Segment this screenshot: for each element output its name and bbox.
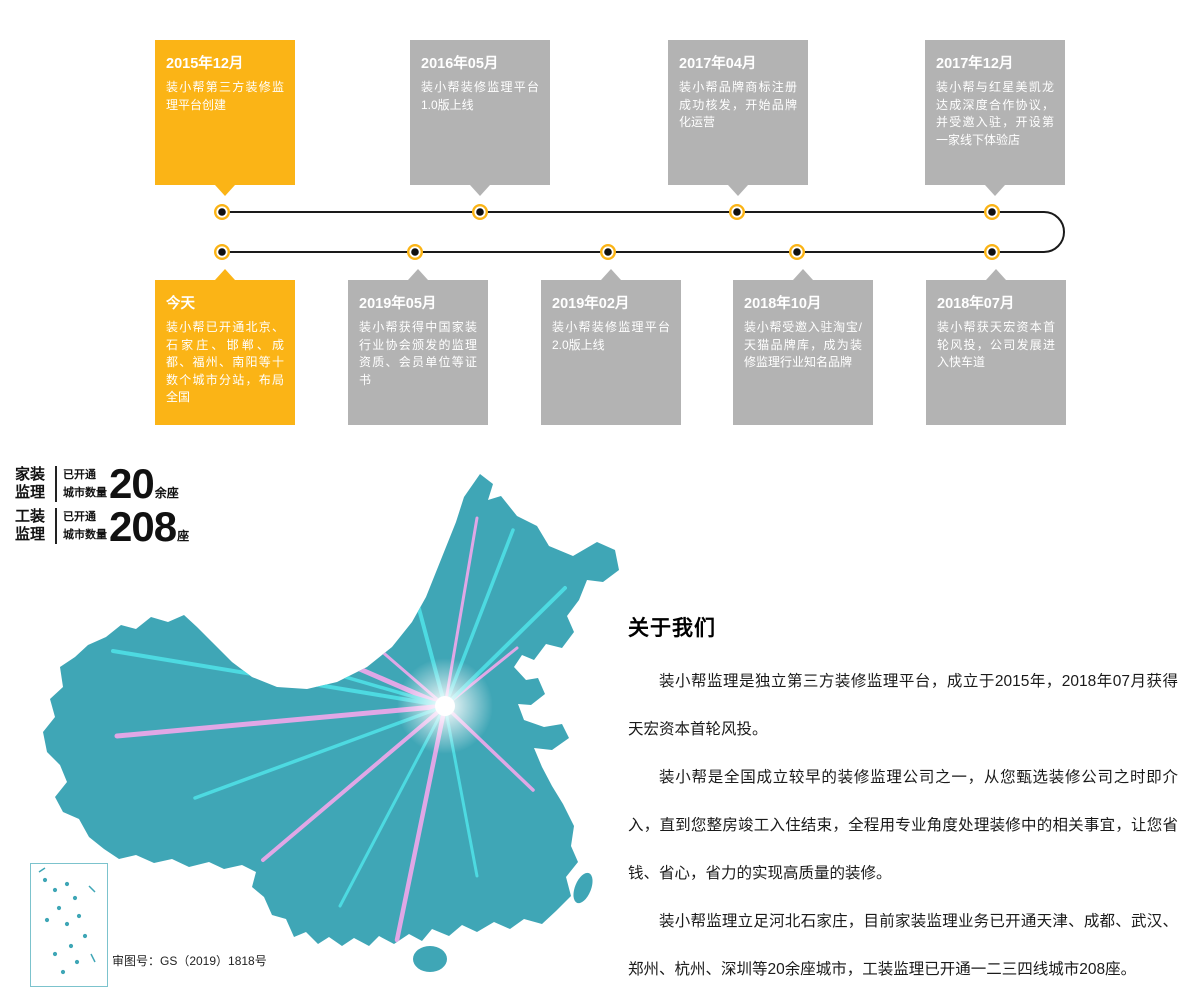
stat-row-home-supervision: 家装 监理 已开通 城市数量 20 余座 (15, 460, 189, 508)
card-pointer (793, 269, 813, 280)
timeline-card-2019-05: 2019年05月 装小帮获得中国家装行业协会颁发的监理资质、会员单位等证书 (348, 269, 488, 425)
card-pointer (728, 185, 748, 196)
timeline-card-today: 今天 装小帮已开通北京、石家庄、邯郸、成都、福州、南阳等十数个城市分站，布局全国 (155, 269, 295, 425)
stat-label-line1: 家装 (15, 466, 46, 484)
card-title: 今天 (166, 296, 195, 312)
about-paragraph: 装小帮监理是独立第三方装修监理平台，成立于2015年，2018年07月获得天宏资… (628, 673, 1178, 738)
about-paragraph: 更多城市陆续开通中------ (628, 994, 1178, 1000)
stat-label: 家装 监理 (15, 466, 51, 502)
card-body: 装小帮第三方装修监理平台创建 (166, 80, 284, 112)
ray-center-core (435, 696, 455, 716)
card-title: 2019年02月 (552, 296, 630, 312)
card-pointer (408, 269, 428, 280)
stat-label-line2: 监理 (15, 526, 46, 544)
stat-label-line2: 监理 (15, 484, 46, 502)
timeline-card-2018-10: 2018年10月 装小帮受邀入驻淘宝/天猫品牌库，成为装修监理行业知名品牌 (733, 269, 873, 425)
card-body: 装小帮获天宏资本首轮风投，公司发展进入快车道 (937, 320, 1055, 369)
card-title: 2018年10月 (744, 296, 822, 312)
timeline-dot (214, 204, 230, 220)
card-pointer (985, 185, 1005, 196)
card-pointer (215, 185, 235, 196)
timeline-card-2015-12: 2015年12月 装小帮第三方装修监理平台创建 (155, 40, 295, 196)
timeline-line (214, 204, 1065, 260)
timeline-dots-bottom (214, 244, 1000, 260)
card-title: 2019年05月 (359, 296, 437, 312)
stat-label: 工装 监理 (15, 508, 51, 544)
about-paragraph: 装小帮监理立足河北石家庄，目前家装监理业务已开通天津、成都、武汉、郑州、杭州、深… (628, 913, 1178, 978)
china-map (43, 474, 619, 972)
card-title: 2015年12月 (166, 56, 244, 72)
stat-label-line1: 工装 (15, 508, 46, 526)
timeline-card-2016-05: 2016年05月 装小帮装修监理平台1.0版上线 (410, 40, 550, 196)
taiwan-island-shape (573, 872, 593, 904)
stat-sublabels: 已开通 城市数量 (63, 508, 107, 544)
inset-islands (38, 867, 96, 975)
timeline-path (222, 211, 1065, 253)
about-paragraph: 装小帮是全国成立较早的装修监理公司之一，从您甄选装修公司之时即介入，直到您整房竣… (628, 769, 1178, 882)
timeline-dot (214, 244, 230, 260)
stat-unit: 余座 (154, 486, 179, 501)
timeline-card-2017-04: 2017年04月 装小帮品牌商标注册成功核发，开始品牌化运营 (668, 40, 808, 196)
about-section: 关于我们 装小帮监理是独立第三方装修监理平台，成立于2015年，2018年07月… (628, 612, 1178, 1000)
timeline-dot (600, 244, 616, 260)
china-mainland-shape (43, 474, 619, 946)
map-approval-number: 审图号：GS（2019）1818号 (112, 954, 267, 968)
timeline-dot (729, 204, 745, 220)
timeline-dot (789, 244, 805, 260)
stat-count: 20 (109, 460, 155, 508)
card-body: 装小帮品牌商标注册成功核发，开始品牌化运营 (679, 80, 797, 129)
timeline-card-2019-02: 2019年02月 装小帮装修监理平台2.0版上线 (541, 269, 681, 425)
stat-sublabels: 已开通 城市数量 (63, 466, 107, 502)
card-pointer (215, 269, 235, 280)
card-body: 装小帮与红星美凯龙达成深度合作协议，并受邀入驻，开设第一家线下体验店 (936, 80, 1054, 147)
card-title: 2017年12月 (936, 56, 1014, 72)
card-pointer (601, 269, 621, 280)
stat-unit: 座 (177, 528, 190, 543)
stat-row-commercial-supervision: 工装 监理 已开通 城市数量 208 座 (15, 502, 190, 550)
timeline-dots-top (214, 204, 1000, 220)
timeline-dot (472, 204, 488, 220)
card-body: 装小帮装修监理平台2.0版上线 (552, 320, 670, 352)
card-pointer (470, 185, 490, 196)
stat-count-label: 城市数量 (63, 487, 107, 500)
about-title: 关于我们 (628, 617, 716, 640)
stat-divider (55, 466, 57, 503)
card-body: 装小帮获得中国家装行业协会颁发的监理资质、会员单位等证书 (359, 320, 477, 387)
stat-count: 208 (109, 502, 177, 550)
timeline-dot (984, 204, 1000, 220)
stat-divider (55, 508, 57, 545)
card-body: 装小帮装修监理平台1.0版上线 (421, 80, 539, 112)
stat-opened-label: 已开通 (63, 469, 96, 481)
stat-opened-label: 已开通 (63, 511, 96, 524)
timeline-card-2017-12: 2017年12月 装小帮与红星美凯龙达成深度合作协议，并受邀入驻，开设第一家线下… (925, 40, 1065, 196)
card-title: 2016年05月 (421, 56, 499, 72)
card-body: 装小帮已开通北京、石家庄、邯郸、成都、福州、南阳等十数个城市分站，布局全国 (166, 320, 284, 404)
stat-value-group: 已开通 城市数量 208 座 (63, 502, 190, 550)
coverage-stats: 家装 监理 已开通 城市数量 20 余座 工装 监理 已开通 (15, 460, 190, 551)
card-pointer (986, 269, 1006, 280)
timeline-dot (984, 244, 1000, 260)
south-china-sea-inset (30, 863, 108, 987)
card-title: 2018年07月 (937, 296, 1015, 312)
stat-value-group: 已开通 城市数量 20 余座 (63, 460, 179, 508)
hainan-island-shape (413, 946, 447, 972)
card-title: 2017年04月 (679, 56, 757, 72)
card-body: 装小帮受邀入驻淘宝/天猫品牌库，成为装修监理行业知名品牌 (744, 320, 862, 369)
timeline-card-2018-07: 2018年07月 装小帮获天宏资本首轮风投，公司发展进入快车道 (926, 269, 1066, 425)
timeline-dot (407, 244, 423, 260)
stat-count-label: 城市数量 (63, 529, 107, 542)
